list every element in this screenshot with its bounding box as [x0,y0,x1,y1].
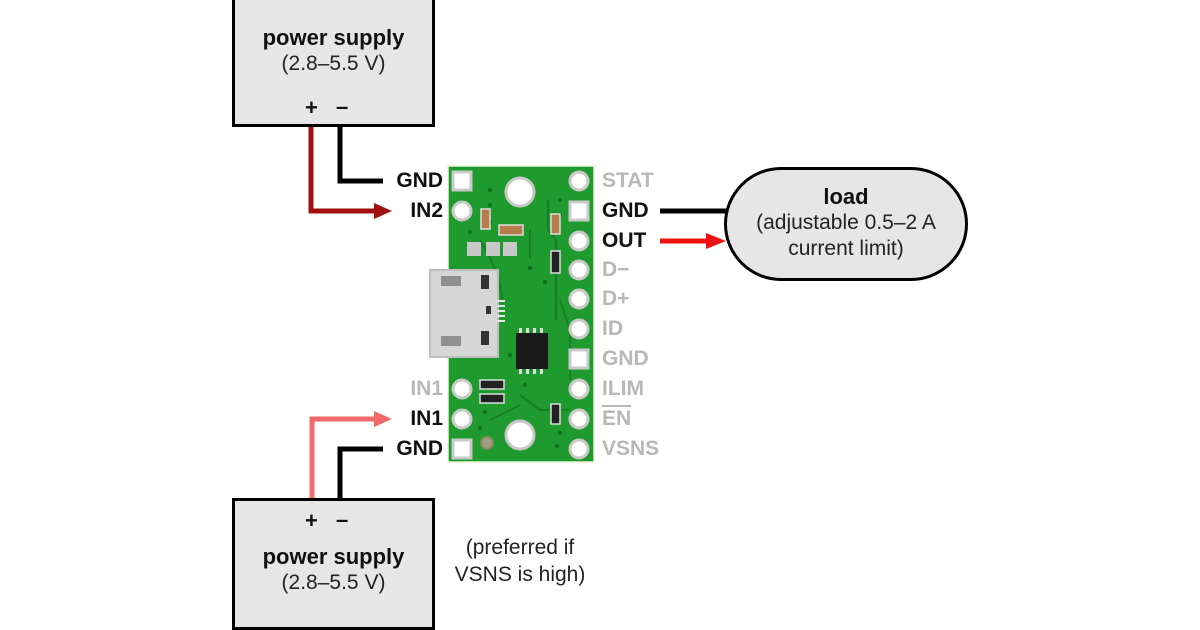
wire-top-ground [337,127,383,184]
ic-chip [516,328,548,374]
wire-bottom-ground [337,446,383,500]
pin-pad-right-7 [568,378,590,400]
arrow-out [706,233,726,249]
top-power-supply: power supply (2.8–5.5 V) + – [232,0,435,127]
pin-pad-left-0 [451,170,473,192]
pin-label-out: OUT [602,229,647,252]
top-supply-title: power supply [262,25,405,50]
pin-pad-left-9 [451,438,473,460]
pin-pad-right-2 [568,230,590,252]
pin-label-left-in2: IN2 [410,199,443,222]
wire-bottom-in1 [309,416,376,500]
pin-label-vsns: VSNS [602,437,660,460]
load-title: load [823,184,869,209]
bottom-supply-title: power supply [262,544,405,569]
pin-label-left-gnd-top: GND [396,169,443,192]
top-supply-range: (2.8–5.5 V) [281,52,386,75]
bottom-supply-range: (2.8–5.5 V) [281,571,386,594]
pin-label-d-minus: D− [602,258,630,281]
pin-pad-left-7 [451,378,473,400]
load-line-1: (adjustable 0.5–2 A [756,211,936,234]
bottom-supply-note: (preferred if VSNS is high) [440,534,600,588]
pin-label-stat: STAT [602,169,654,192]
top-supply-plus-terminal: + [305,95,318,120]
pin-pad-right-9 [568,438,590,460]
pin-pad-left-1 [451,200,473,222]
pin-pad-right-8 [568,408,590,430]
pin-label-en: EN [602,407,632,430]
pin-pad-right-5 [568,318,590,340]
pin-label-left-in1: IN1 [410,407,443,430]
pin-pad-right-1 [568,200,590,222]
load-line-2: current limit) [788,237,904,260]
pin-pad-right-6 [568,348,590,370]
arrow-in1 [374,411,392,427]
note-line-2: VSNS is high) [454,563,586,586]
pin-label-left-gnd-bottom: GND [396,437,443,460]
pin-label-gnd-out: GND [602,199,649,222]
pin-pad-right-4 [568,288,590,310]
pin-label-ilim: ILIM [602,377,644,400]
pin-label-left-in1-unused: IN1 [410,377,443,400]
pin-pad-left-8 [451,408,473,430]
pin-pad-right-0 [568,170,590,192]
usb-connector [429,269,505,358]
pin-label-id: ID [602,317,623,340]
pin-pad-right-3 [568,259,590,281]
load: load (adjustable 0.5–2 A current limit) [724,167,968,281]
bottom-supply-plus-terminal: + [305,508,318,533]
bottom-power-supply: + – power supply (2.8–5.5 V) [232,498,435,630]
wire-top-in2 [308,127,376,214]
top-supply-minus-terminal: – [336,94,349,119]
pin-label-gnd-mid: GND [602,347,649,370]
arrow-in2 [374,203,392,219]
pin-label-d-plus: D+ [602,287,630,310]
note-line-1: (preferred if [465,536,575,559]
bottom-supply-minus-terminal: – [336,507,349,532]
